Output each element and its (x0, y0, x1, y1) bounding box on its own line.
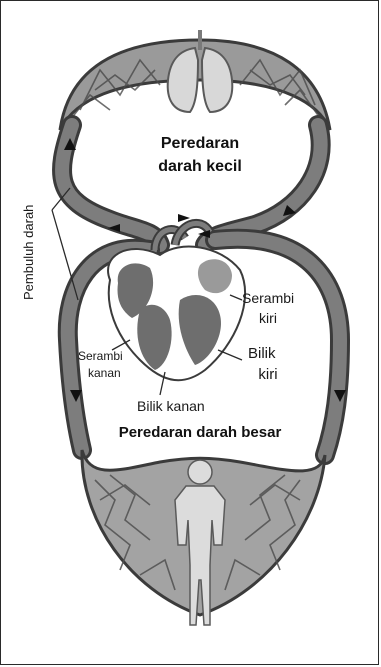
left-ventricle-label-line1: Bilik (248, 345, 276, 362)
pulmonary-circulation-label-line2: darah kecil (158, 158, 242, 176)
left-ventricle-label-line2: kiri (258, 366, 277, 383)
systemic-circulation-label: Peredaran darah besar (119, 424, 282, 441)
right-ventricle-label: Bilik kanan (137, 398, 205, 414)
left-atrium-label-line2: kiri (259, 310, 277, 326)
right-atrium-label-line2: kanan (88, 367, 121, 381)
vessel-label: Pembuluh darah (22, 205, 37, 300)
pulmonary-circulation-label-line1: Peredaran (161, 135, 239, 153)
right-atrium-label-line1: Serambi (78, 350, 123, 364)
left-atrium-label-line1: Serambi (242, 290, 294, 306)
